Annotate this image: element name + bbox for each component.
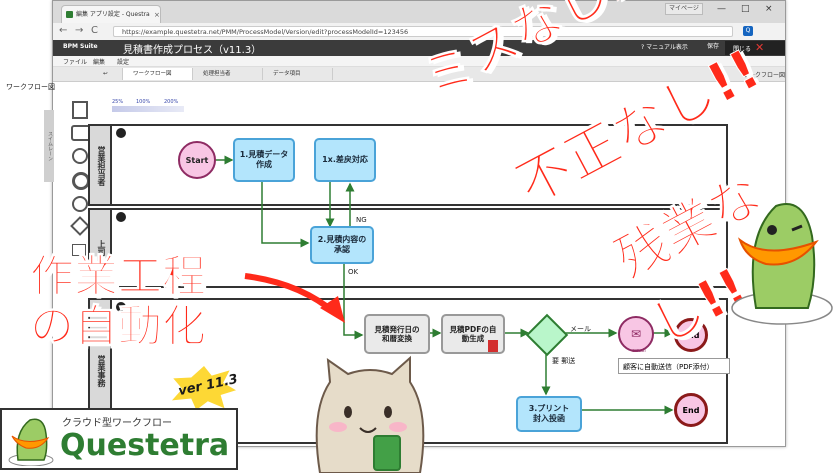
task-revision[interactable]: 1x.差戻対応 [314, 138, 376, 182]
tab-back[interactable]: ↩ [93, 68, 123, 80]
tab-workflow[interactable]: ワークフロー図 [123, 68, 193, 80]
lane-name: 営業担当者 [97, 146, 106, 186]
minimize-icon[interactable]: — [717, 4, 726, 14]
palette-swimlane-label[interactable]: スイムレーン [44, 110, 54, 182]
brand-logo: BPM Suite [63, 43, 98, 50]
task-print-mail[interactable]: 3.プリント 封入投函 [516, 396, 582, 432]
window-close-icon[interactable]: × [765, 4, 773, 14]
lane-name: 上司 [97, 240, 106, 256]
menu-bar: ファイル 編集 設定 [53, 56, 785, 67]
person-icon [116, 212, 126, 222]
cat-mascot-illustration [315, 355, 425, 473]
save-button[interactable]: 保存 [707, 43, 720, 50]
ok-label: OK [348, 268, 359, 276]
lane-name: 営業事務 [97, 355, 106, 387]
menu-file[interactable]: ファイル [63, 59, 88, 66]
palette-intermediate-icon[interactable] [72, 196, 88, 212]
start-event[interactable]: Start [178, 141, 216, 179]
zoom-mid-label: 100% [136, 99, 151, 105]
mail-icon: ✉ [630, 327, 642, 341]
workflow-panel-label: ワークフロー図 [6, 83, 55, 91]
end-event-post[interactable]: End [674, 393, 708, 427]
sub-tab-strip: ↩ ワークフロー図 処理担当者 データ項目 ワークフロー図 [53, 67, 785, 82]
zoom-slider[interactable] [112, 106, 184, 112]
manual-button[interactable]: ? マニュアル表示 [641, 44, 688, 51]
tab-title: 編集 アプリ設定 - Questra [76, 11, 150, 18]
headline-line2: の自動化 [30, 301, 207, 353]
browser-tab[interactable]: 編集 アプリ設定 - Questra × [61, 5, 161, 23]
pdf-icon [488, 340, 498, 352]
close-button[interactable]: 閉じる✕ [725, 41, 785, 55]
task-date-convert[interactable]: 見積発行日の 和暦変換 [364, 314, 430, 354]
close-button-label: 閉じる [733, 46, 752, 53]
back-icon[interactable]: ← [59, 25, 68, 36]
menu-edit[interactable]: 編集 [93, 59, 106, 66]
zoom-min-label: 25% [112, 99, 124, 105]
close-icon: ✕ [755, 41, 765, 54]
palette-data-icon[interactable] [72, 244, 86, 256]
headline-line1: 作業工程 [30, 251, 207, 303]
menu-settings[interactable]: 設定 [117, 59, 130, 66]
auto-send-note: 顧客に自動送信（PDF添付） [618, 358, 730, 374]
end-event-email[interactable]: End [674, 318, 708, 352]
tab-close-icon[interactable]: × [154, 11, 160, 19]
tab-data-items[interactable]: データ項目 [263, 68, 333, 80]
workflow-right-label: ワークフロー図 [743, 72, 786, 79]
palette-task-icon[interactable] [72, 101, 88, 119]
app-header: BPM Suite 見積書作成プロセス（v11.3） ? マニュアル表示 保存 … [53, 40, 785, 56]
zoom-max-label: 200% [164, 99, 179, 105]
pointer-arrow-icon [244, 273, 345, 323]
task-approve[interactable]: 2.見積内容の 承認 [310, 226, 374, 264]
tab-assignees[interactable]: 処理担当者 [193, 68, 263, 80]
logo-bird-icon [8, 418, 54, 466]
bird-mascot-illustration [731, 203, 833, 325]
logo-subtitle: クラウド型ワークフロー [62, 418, 172, 429]
email-label: email [632, 348, 646, 354]
favicon-icon [66, 11, 73, 18]
person-icon [116, 128, 126, 138]
user-badge[interactable]: マイページ [665, 3, 703, 15]
ng-label: NG [356, 216, 367, 224]
maximize-icon[interactable]: □ [741, 4, 750, 14]
questetra-logo-box: クラウド型ワークフロー Questetra [0, 408, 238, 470]
email-event[interactable]: ✉ [618, 316, 654, 352]
person-icon [116, 302, 126, 312]
logo-wordmark: Questetra [60, 428, 230, 463]
swimlane-header: 営業事務 [90, 300, 112, 442]
post-label: 要 郵送 [552, 357, 576, 365]
forward-icon[interactable]: → [75, 25, 84, 36]
mail-label: メール [570, 325, 591, 333]
url-input[interactable]: https://example.questetra.net/PMM/Proces… [113, 26, 733, 37]
swimlane-manager: 上司 [88, 208, 728, 288]
tab-bar: 編集 アプリ設定 - Questra × マイページ — □ × [53, 1, 785, 23]
extension-icon[interactable]: Q [743, 26, 753, 36]
swimlane-header: 営業担当者 [90, 126, 112, 204]
swimlane-header: 上司 [90, 210, 112, 286]
reload-icon[interactable]: C [91, 25, 98, 36]
page-title: 見積書作成プロセス（v11.3） [123, 45, 262, 56]
palette-start-event-icon[interactable] [72, 148, 88, 164]
address-bar: ← → C https://example.questetra.net/PMM/… [53, 23, 785, 41]
task-create-estimate[interactable]: 1.見積データ 作成 [233, 138, 295, 182]
